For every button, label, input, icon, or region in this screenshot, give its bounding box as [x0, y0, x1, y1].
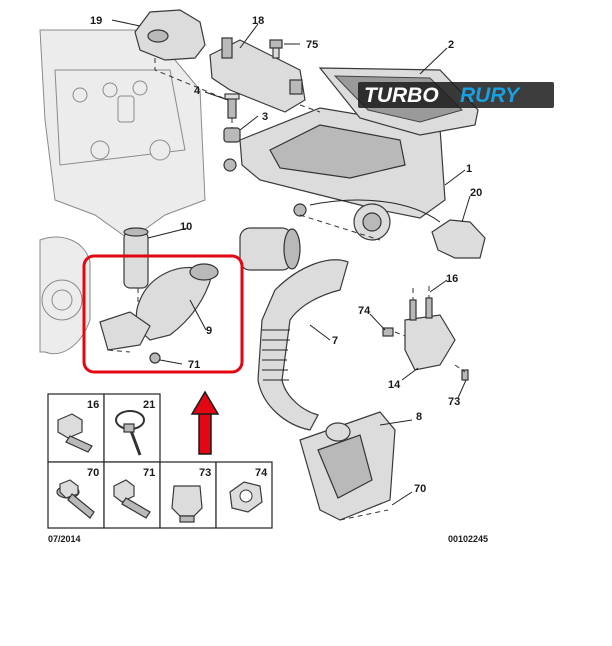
part-4-stud: [224, 93, 240, 119]
callout-71: 71: [188, 359, 200, 371]
leader-lines: [111, 19, 471, 506]
footer-reference: 00102245: [448, 534, 488, 544]
callout-16: 16: [446, 273, 458, 285]
callout-70: 70: [414, 483, 426, 495]
part-10-connector: [123, 227, 149, 289]
legend-number-70: 70: [87, 467, 99, 479]
callout-2: 2: [448, 39, 454, 51]
cable-tie-icon: [115, 410, 145, 456]
part-74-nut: [382, 327, 394, 337]
part-19-heat-shield: [134, 9, 206, 61]
callout-7: 7: [332, 335, 338, 347]
callout-3: 3: [262, 111, 268, 123]
part-3-grommet: [223, 127, 241, 143]
part-9-intake-pipe: [99, 263, 219, 364]
legend-number-73: 73: [199, 467, 211, 479]
highlight-frame: [82, 254, 244, 374]
callout-73: 73: [448, 396, 460, 408]
callout-74: 74: [358, 305, 371, 317]
legend-number-16: 16: [87, 399, 99, 411]
callout-4: 4: [194, 85, 201, 97]
callout-9: 9: [206, 325, 212, 337]
legend-number-74: 74: [255, 467, 268, 479]
part-1-air-filter-housing: [223, 107, 446, 241]
logo-text-turbo: TURBO: [364, 84, 439, 107]
turbocharger: [39, 236, 91, 355]
fastener-legend: 16 21 70 71 73 74: [47, 393, 273, 529]
part-73-clip: [461, 369, 469, 381]
part-20-clip: [431, 219, 486, 259]
part-14-mount-bracket: [404, 297, 456, 371]
legend-number-21: 21: [143, 399, 155, 411]
part-8-air-intake: [299, 411, 396, 521]
callout-20: 20: [470, 187, 482, 199]
callout-19: 19: [90, 15, 102, 27]
airflow-sensor: [239, 227, 301, 271]
logo-text-rury: RURY: [460, 84, 521, 107]
turborury-logo: TURBO RURY: [358, 82, 554, 108]
callout-1: 1: [466, 163, 472, 175]
callout-75: 75: [306, 39, 318, 51]
flange-bolt-icon: [57, 413, 93, 453]
callout-14: 14: [388, 379, 401, 391]
callout-8: 8: [416, 411, 422, 423]
legend-number-71: 71: [143, 467, 155, 479]
engine-block: [39, 29, 206, 241]
part-7-corrugated-duct: [257, 259, 349, 431]
clip-fastener-icon: [171, 485, 203, 523]
washer-bolt-icon: [56, 479, 95, 519]
hex-nut-icon: [229, 481, 263, 513]
part-75-bolt: [269, 39, 283, 59]
callout-18: 18: [252, 15, 264, 27]
callout-labels: 19 18 75 2 4 3 1 20 10 16 9 71 7 74 14 7…: [90, 15, 482, 495]
hex-bolt-icon: [113, 479, 151, 519]
callout-10: 10: [180, 221, 192, 233]
part-18-bracket: [209, 37, 306, 113]
footer-date: 07/2014: [48, 534, 81, 544]
red-arrow-icon: [190, 390, 220, 455]
assembly-lines: [107, 58, 466, 521]
